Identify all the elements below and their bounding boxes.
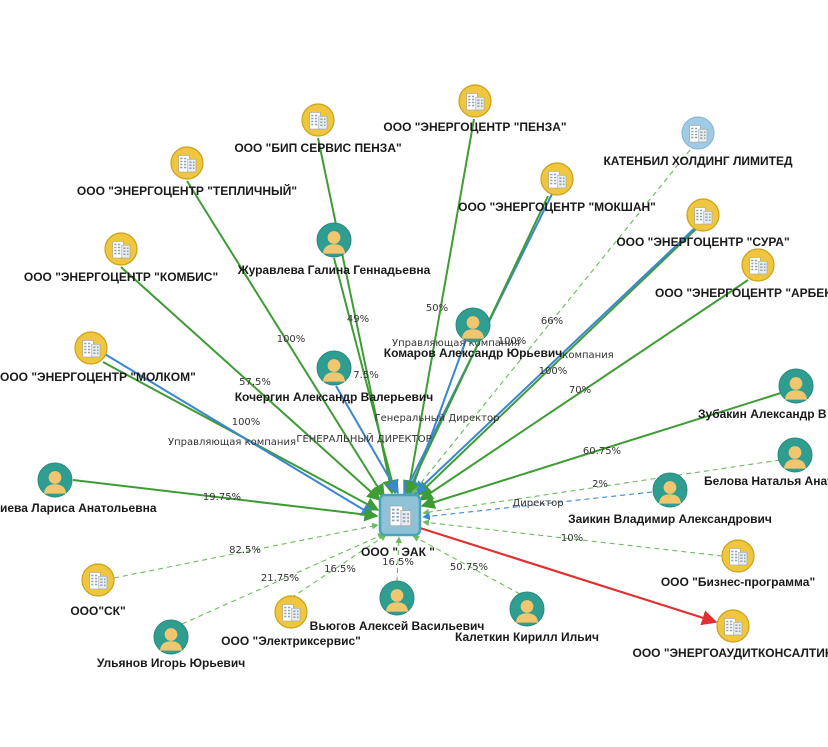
node-komarov[interactable]: Комаров Александр Юрьевич xyxy=(384,307,562,360)
node-molkom[interactable]: ООО "ЭНЕРГОЦЕНТР "МОЛКОМ" xyxy=(0,331,196,384)
node-label-bip: ООО "БИП СЕРВИС ПЕНЗА" xyxy=(234,141,401,155)
node-zaikin[interactable]: Заикин Владимир Александрович xyxy=(568,472,772,526)
node-zhuravleva[interactable]: Журавлева Галина Геннадьевна xyxy=(237,222,431,277)
edge-molkom-mgmt[interactable] xyxy=(102,352,376,517)
node-label-larisa: иева Лариса Анатольевна xyxy=(0,501,157,515)
edge-sura-own[interactable] xyxy=(416,228,697,496)
node-label-sura: ООО "ЭНЕРГОЦЕНТР "СУРА" xyxy=(616,235,789,249)
edge-label-belova: 2% xyxy=(592,479,608,490)
node-label-katenbil: КАТЕНБИЛ ХОЛДИНГ ЛИМИТЕД xyxy=(603,154,793,168)
edge-label-biznes: 10% xyxy=(561,533,583,544)
node-kochergin[interactable]: Кочергин Александр Валерьевич xyxy=(235,350,434,404)
edge-label-molkom-own: 100% xyxy=(232,417,261,428)
edge-larisa[interactable] xyxy=(72,479,379,522)
node-center[interactable]: ООО " ЭАК " xyxy=(361,493,435,559)
node-kombis[interactable]: ООО "ЭНЕРГОЦЕНТР "КОМБИС" xyxy=(24,232,218,284)
edge-zubakin[interactable] xyxy=(420,391,785,509)
edge-label-vyugov: 16.5% xyxy=(382,557,414,568)
node-biznes[interactable]: ООО "Бизнес-программа" xyxy=(661,539,815,589)
edge-audit[interactable] xyxy=(419,526,718,626)
edge-kombis[interactable] xyxy=(120,266,382,501)
edge-label-penza: 50% xyxy=(426,303,448,314)
edge-label-katenbil: 66% xyxy=(541,316,563,327)
nodes-layer: ООО " ЭАК " ООО "БИП СЕРВИС ПЕНЗА" ООО "ЭН… xyxy=(0,84,828,670)
node-elektriks[interactable]: ООО "Электриксервис" xyxy=(221,595,361,648)
edge-label-larisa: 19.75% xyxy=(203,492,241,503)
edges-layer xyxy=(72,118,785,626)
edge-belova[interactable] xyxy=(422,459,781,516)
edge-label-kombis: 57.5% xyxy=(239,377,271,388)
edge-teplichny[interactable] xyxy=(186,180,385,499)
node-label-kombis: ООО "ЭНЕРГОЦЕНТР "КОМБИС" xyxy=(24,270,218,284)
node-label-zhuravleva: Журавлева Галина Геннадьевна xyxy=(237,263,431,277)
edge-label-sura-own: 100% xyxy=(539,366,568,377)
node-label-komarov: Комаров Александр Юрьевич xyxy=(384,346,562,360)
edge-elektriks[interactable] xyxy=(290,534,387,599)
node-belova[interactable]: Белова Наталья Анат xyxy=(704,437,828,488)
edge-label-zaikin: Директор xyxy=(512,498,563,509)
edge-label-mokshan-mgmt: Управляющая компания xyxy=(392,338,520,349)
node-label-teplichny: ООО "ЭНЕРГОЦЕНТР "ТЕПЛИЧНЫЙ" xyxy=(77,183,297,198)
edge-label-komarov-dir: Генеральный Директор xyxy=(375,413,500,424)
edge-vyugov[interactable] xyxy=(395,536,403,583)
edge-katenbil[interactable] xyxy=(411,149,691,495)
node-katenbil[interactable]: КАТЕНБИЛ ХОЛДИНГ ЛИМИТЕД xyxy=(603,116,793,168)
edge-arbek[interactable] xyxy=(418,279,749,501)
edge-label-zubakin: 60.75% xyxy=(583,446,621,457)
node-mokshan[interactable]: ООО "ЭНЕРГОЦЕНТР "МОКШАН" xyxy=(458,162,656,214)
edge-penza[interactable] xyxy=(403,118,475,495)
node-label-elektriks: ООО "Электриксервис" xyxy=(221,634,361,648)
node-label-arbek: ООО "ЭНЕРГОЦЕНТР "АРБЕК xyxy=(655,286,828,300)
node-label-zubakin: Зубакин Александр В xyxy=(698,407,827,421)
node-larisa[interactable]: иева Лариса Анатольевна xyxy=(0,462,157,515)
edge-labels-layer: 49%50%100%57.5%100%Управляющая компания7… xyxy=(168,303,621,584)
edge-label-bip: 49% xyxy=(347,314,369,325)
node-label-audit: ООО "ЭНЕРГОАУДИТКОНСАЛТИН xyxy=(632,646,828,660)
edge-label-kochergin-dir: ГЕНЕРАЛЬНЫЙ ДИРЕКТОР xyxy=(296,432,431,445)
node-label-belova: Белова Наталья Анат xyxy=(704,474,828,488)
edge-label-molkom-mgmt: Управляющая компания xyxy=(168,437,296,448)
node-label-ulyanov: Ульянов Игорь Юрьевич xyxy=(97,656,245,670)
node-label-vyugov: Вьюгов Алексей Васильевич xyxy=(310,619,485,633)
node-arbek[interactable]: ООО "ЭНЕРГОЦЕНТР "АРБЕК xyxy=(655,248,828,300)
edge-zaikin[interactable] xyxy=(422,491,653,521)
edge-zhuravleva[interactable] xyxy=(333,257,399,495)
edge-mokshan-own[interactable] xyxy=(406,195,549,496)
edge-label-mokshan-own: 100% xyxy=(498,336,527,347)
node-teplichny[interactable]: ООО "ЭНЕРГОЦЕНТР "ТЕПЛИЧНЫЙ" xyxy=(77,146,297,198)
edge-label-teplichny: 100% xyxy=(277,334,306,345)
node-label-molkom: ООО "ЭНЕРГОЦЕНТР "МОЛКОМ" xyxy=(0,370,196,384)
edge-label-ulyanov: 16.5% xyxy=(324,564,356,575)
node-ulyanov[interactable]: Ульянов Игорь Юрьевич xyxy=(97,619,245,670)
node-sura[interactable]: ООО "ЭНЕРГОЦЕНТР "СУРА" xyxy=(616,198,790,249)
node-label-biznes: ООО "Бизнес-программа" xyxy=(661,575,815,589)
edge-label-sura-mgmt: компания xyxy=(562,350,613,361)
edge-label-zhuravleva: 7.5% xyxy=(353,370,378,381)
edge-sura-mgmt[interactable] xyxy=(412,224,699,495)
node-penza[interactable]: ООО "ЭНЕРГОЦЕНТР "ПЕНЗА" xyxy=(383,84,567,134)
edge-label-arbek: 70% xyxy=(569,385,591,396)
node-bip[interactable]: ООО "БИП СЕРВИС ПЕНЗА" xyxy=(234,103,402,155)
node-label-kochergin: Кочергин Александр Валерьевич xyxy=(235,390,434,404)
edge-kaletkin[interactable] xyxy=(412,535,521,595)
edge-label-kaletkin: 50.75% xyxy=(450,562,488,573)
node-label-kaletkin: Калеткин Кирилл Ильич xyxy=(455,630,599,644)
edge-label-sk: 82.5% xyxy=(229,545,261,556)
node-label-center: ООО " ЭАК " xyxy=(361,545,435,559)
node-label-mokshan: ООО "ЭНЕРГОЦЕНТР "МОКШАН" xyxy=(458,200,656,214)
node-kaletkin[interactable]: Калеткин Кирилл Ильич xyxy=(455,591,599,644)
edge-label-elektriks: 21.75% xyxy=(261,573,299,584)
edge-ulyanov[interactable] xyxy=(181,533,385,625)
node-sk[interactable]: ООО"СК" xyxy=(70,563,126,618)
node-vyugov[interactable]: Вьюгов Алексей Васильевич xyxy=(310,580,485,633)
node-audit[interactable]: ООО "ЭНЕРГОАУДИТКОНСАЛТИН xyxy=(632,609,828,660)
node-label-penza: ООО "ЭНЕРГОЦЕНТР "ПЕНЗА" xyxy=(383,120,566,134)
node-label-zaikin: Заикин Владимир Александрович xyxy=(568,512,772,526)
node-zubakin[interactable]: Зубакин Александр В xyxy=(698,368,827,421)
edge-kochergin-dir[interactable] xyxy=(335,385,399,495)
node-label-sk: ООО"СК" xyxy=(70,604,125,618)
